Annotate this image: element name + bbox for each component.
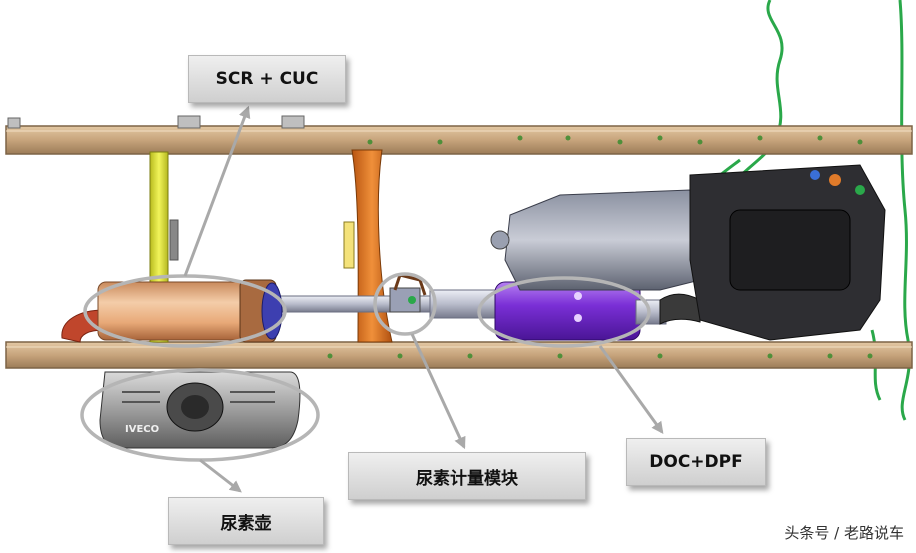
frame-rivets — [327, 135, 873, 359]
doc-dpf-label: DOC+DPF — [626, 438, 766, 486]
bottom-frame-rail — [5, 341, 913, 369]
doc-callout-ellipse — [477, 276, 651, 348]
urea-tank: IVECO — [99, 371, 301, 449]
tank-logo-text: IVECO — [125, 424, 159, 435]
urea-dosing-module-label: 尿素计量模块 — [348, 452, 586, 500]
dosing-callout-ellipse — [373, 272, 437, 336]
doc-arrow — [598, 345, 664, 434]
scr-cuc-label: SCR + CUC — [188, 55, 346, 103]
scr-cuc-canister — [97, 279, 283, 343]
watermark: 头条号 / 老路说车 — [784, 524, 904, 542]
urea-tank-label: 尿素壶 — [168, 497, 324, 545]
scr-arrow — [183, 105, 251, 277]
callout-arrows — [183, 105, 664, 493]
dosing-arrow — [410, 333, 466, 450]
orange-crossmember — [351, 149, 393, 343]
top-frame-rail — [5, 115, 913, 155]
doc-dpf-canister — [494, 281, 701, 341]
tank-arrow — [199, 458, 242, 493]
engine-assembly — [490, 164, 886, 341]
urea-dosing-module-part — [389, 273, 427, 313]
